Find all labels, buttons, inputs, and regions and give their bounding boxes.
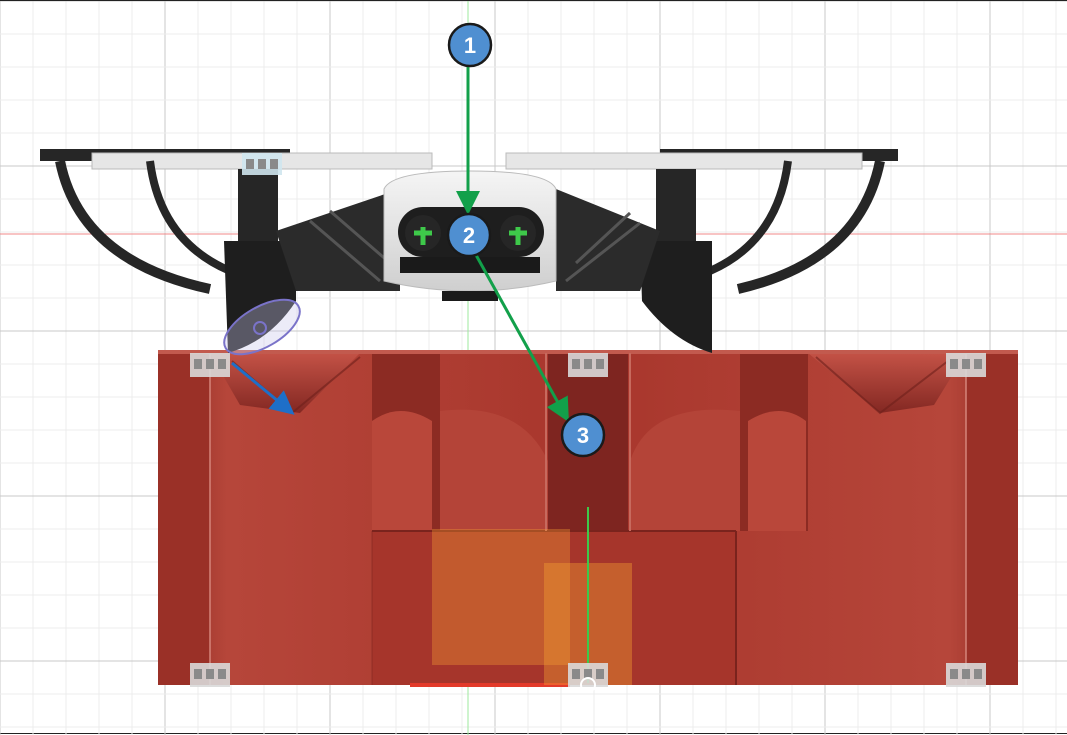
- callout-1: 1: [447, 22, 493, 68]
- callout-1-label: 1: [464, 33, 476, 58]
- callout-2-label: 2: [463, 223, 475, 248]
- drone-model[interactable]: [40, 149, 898, 353]
- green-arrow-2-to-3: [474, 254, 569, 423]
- joint-origin-icon[interactable]: [946, 353, 986, 377]
- joint-origin-icon[interactable]: [190, 353, 230, 377]
- callout-3-label: 3: [577, 423, 589, 448]
- joint-origin-icon[interactable]: [946, 663, 986, 687]
- blue-direction-arrow: [231, 361, 295, 415]
- joint-origin-icon[interactable]: [242, 153, 282, 175]
- selection-box-large: [432, 529, 570, 665]
- joint-origin-icon[interactable]: [568, 663, 608, 693]
- selected-face-highlight[interactable]: [216, 289, 309, 366]
- callout-2: 2: [446, 212, 492, 258]
- callout-3: 3: [560, 412, 606, 458]
- joint-origin-icon[interactable]: [190, 663, 230, 687]
- joint-origin-icon[interactable]: [568, 353, 608, 377]
